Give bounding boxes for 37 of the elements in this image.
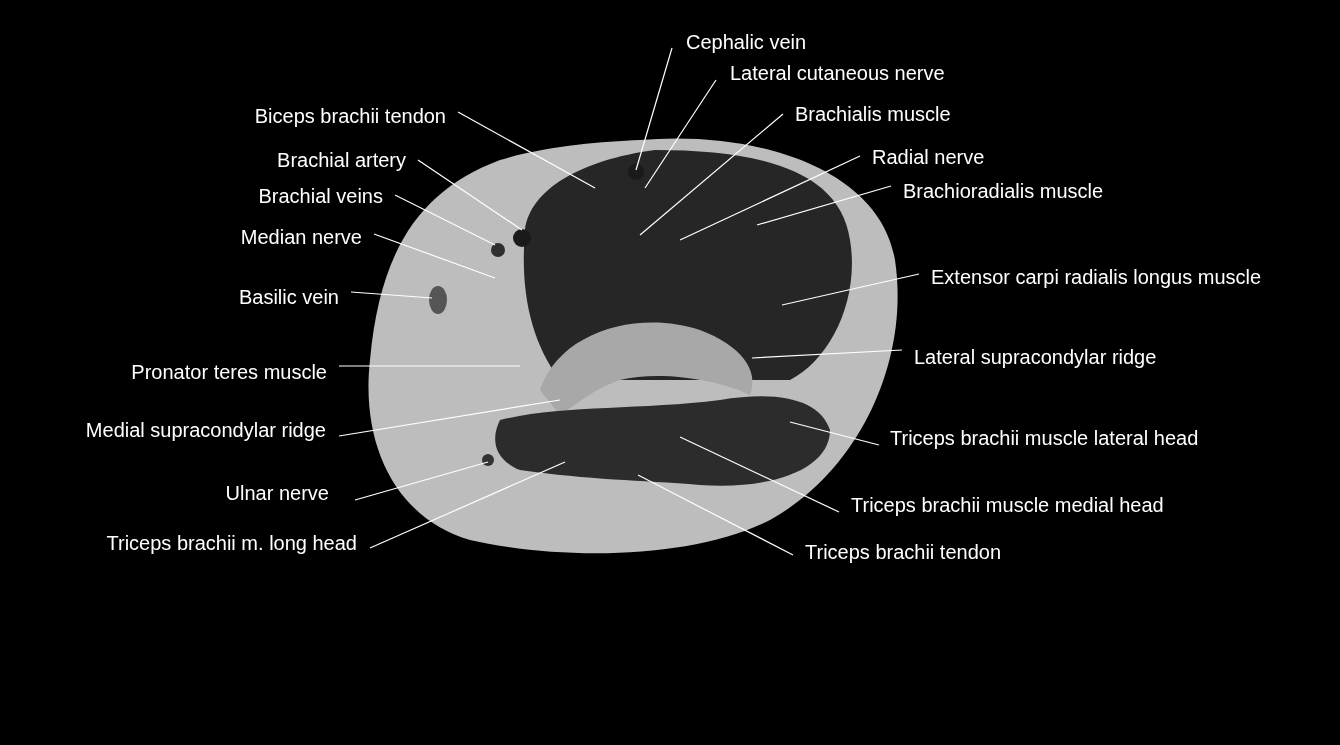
- structure-label: Biceps brachii tendon: [254, 104, 446, 128]
- structure-label: Median nerve: [240, 225, 362, 249]
- leader-line: [635, 47, 673, 171]
- structure-label: Brachial artery: [277, 148, 406, 172]
- leader-line: [679, 436, 840, 513]
- structure-label: Triceps brachii tendon: [805, 540, 1002, 564]
- structure-label: Ulnar nerve: [225, 481, 329, 505]
- structure-label: Radial nerve: [872, 145, 985, 169]
- structure-label: Brachialis muscle: [795, 102, 951, 126]
- leader-line: [373, 233, 496, 279]
- structure-label: Basilic vein: [238, 285, 339, 309]
- leader-line: [350, 291, 433, 299]
- leader-line: [338, 399, 561, 437]
- leader-line: [338, 365, 521, 367]
- leader-line: [644, 79, 717, 189]
- structure-label: Triceps brachii m. long head: [106, 531, 357, 555]
- leader-line: [417, 159, 523, 231]
- structure-label: Lateral supracondylar ridge: [914, 345, 1157, 369]
- leader-line: [354, 461, 489, 501]
- leader-line: [369, 461, 566, 549]
- leader-line: [789, 421, 880, 446]
- structure-label: Triceps brachii muscle lateral head: [890, 426, 1199, 450]
- structure-label: Extensor carpi radialis longus muscle: [931, 265, 1262, 289]
- structure-label: Medial supracondylar ridge: [85, 418, 326, 442]
- structure-label: Lateral cutaneous nerve: [730, 61, 945, 85]
- leader-line: [679, 155, 861, 241]
- leader-line: [781, 273, 920, 306]
- structure-label: Brachial veins: [258, 184, 383, 208]
- leader-line: [756, 185, 892, 226]
- leader-line: [394, 194, 496, 246]
- leader-line: [457, 111, 596, 189]
- structure-label: Brachioradialis muscle: [903, 179, 1104, 203]
- structure-label: Cephalic vein: [686, 30, 807, 54]
- leader-line: [639, 113, 784, 236]
- leader-line: [637, 474, 794, 556]
- structure-label: Pronator teres muscle: [131, 360, 327, 384]
- structure-label: Triceps brachii muscle medial head: [851, 493, 1164, 517]
